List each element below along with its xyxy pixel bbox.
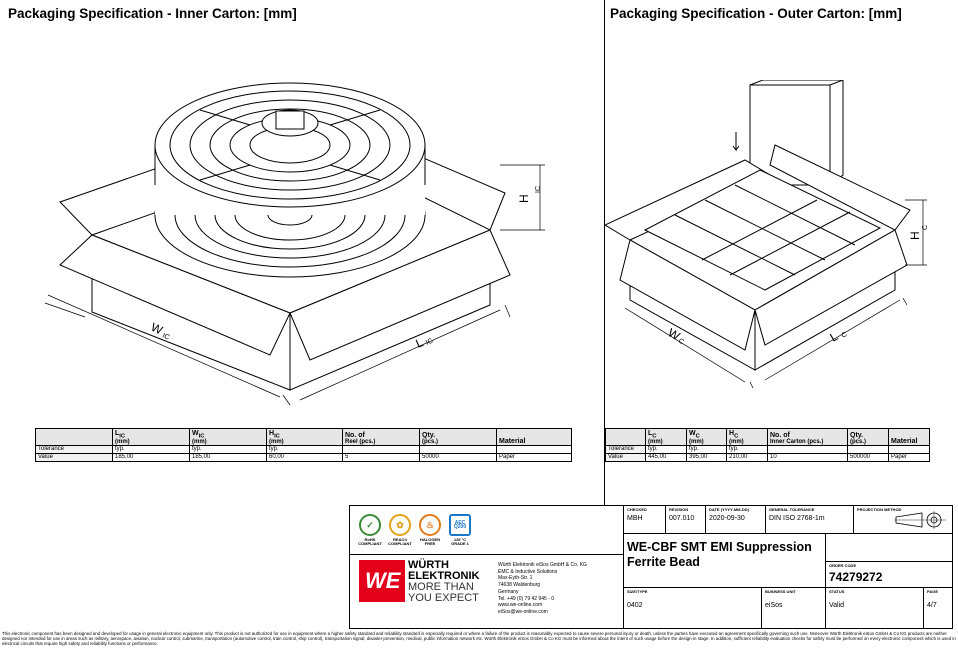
outer-carton-drawing: H C W C L C: [605, 80, 929, 389]
date-cell: DATE (YYYY-MM-DD)2020-09-30: [706, 506, 766, 534]
order-code-cell: ORDER CODE 74279272: [826, 562, 952, 588]
reach-icon: ✿: [389, 514, 411, 536]
outer-height-label: H: [908, 231, 922, 240]
outer-carton-title: Packaging Specification - Outer Carton: …: [610, 6, 902, 21]
inner-table-tolerance-row: Tolerance typ. typ. typ.: [35, 445, 572, 454]
section-divider: [604, 0, 605, 505]
svg-text:C: C: [841, 331, 849, 340]
product-title-cell: WE-CBF SMT EMI Suppression Ferrite Bead: [624, 534, 826, 588]
outer-table-tolerance-row: Tolerance typ. typ. typ.: [605, 445, 930, 454]
halogen-icon: ♨: [419, 514, 441, 536]
blank-cell: [826, 534, 952, 562]
order-code: 74279272: [829, 570, 883, 584]
svg-text:IC: IC: [535, 186, 542, 193]
we-logo-mark: WE: [359, 560, 405, 602]
inner-carton-drawing: H IC W IC L IC: [44, 82, 545, 406]
projection-symbol-icon: [894, 511, 946, 529]
reel-upper: [154, 82, 426, 208]
projection-cell: PROJECTION METHOD: [854, 506, 952, 534]
inner-height-label: H: [517, 194, 531, 203]
svg-text:IC: IC: [161, 332, 170, 341]
rohs-icon: ✓: [359, 514, 381, 536]
svg-text:C: C: [922, 225, 929, 230]
company-address: Würth Elektronik eiSos GmbH & Co. KG EMC…: [498, 562, 587, 615]
svg-text:IC: IC: [425, 338, 434, 347]
outer-table-value-row: Value 445,00 395,00 210,00 10 500000 Pap…: [605, 453, 930, 462]
aec-icon: AEC Q200: [449, 514, 471, 536]
we-logo-text: WÜRTH ELEKTRONIK MORE THAN YOU EXPECT: [408, 559, 480, 604]
inner-table-value-row: Value 185,00 185,00 60,00 5 50000 Paper: [35, 453, 572, 462]
inner-carton-title: Packaging Specification - Inner Carton: …: [8, 6, 297, 21]
product-title: WE-CBF SMT EMI Suppression Ferrite Bead: [627, 540, 812, 569]
disclaimer-text: This electronic component has been desig…: [2, 631, 956, 646]
svg-text:C: C: [677, 338, 685, 347]
